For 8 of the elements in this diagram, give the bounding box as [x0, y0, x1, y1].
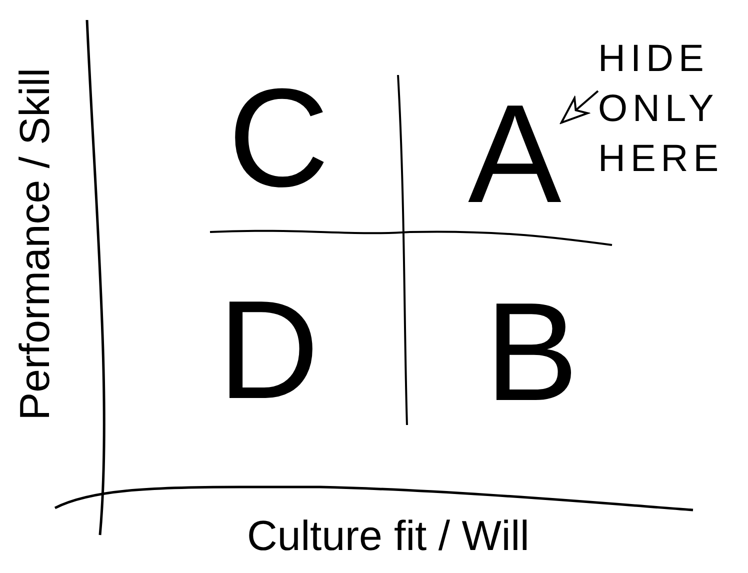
axis-label: Performance / Skill	[11, 68, 60, 420]
quadrant-letter: D	[218, 294, 320, 406]
arrow	[560, 90, 599, 124]
quadrant-letter: A	[468, 98, 562, 210]
quadrant-letter: C	[228, 82, 330, 194]
quadrant-letter: B	[485, 296, 578, 408]
axis-label: Culture fit / Will	[247, 512, 530, 560]
annotation-text: HIDE ONLY HERE	[598, 34, 738, 184]
